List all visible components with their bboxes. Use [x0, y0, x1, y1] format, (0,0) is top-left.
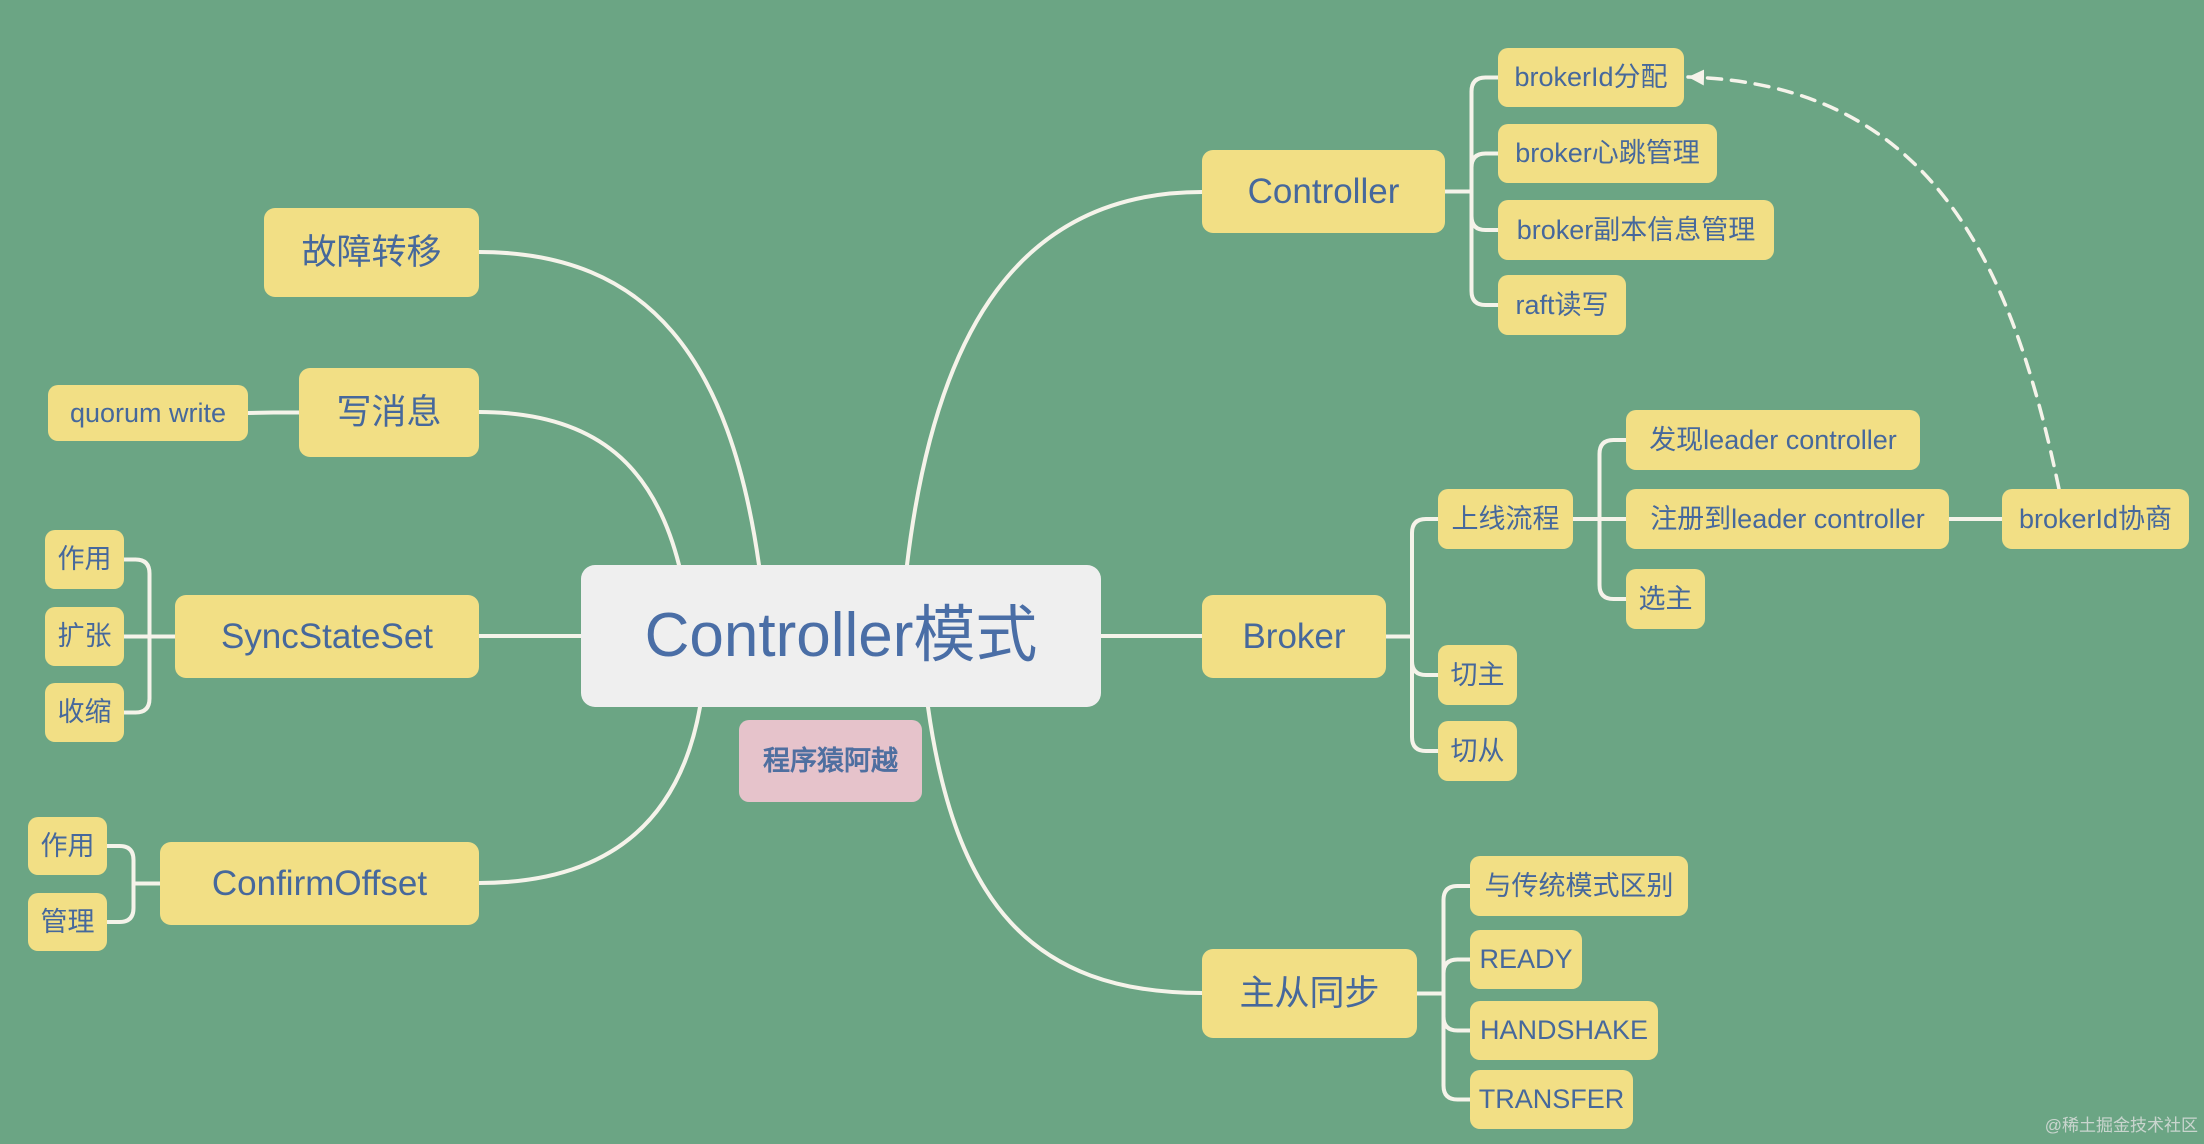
node-brokerid-assign: brokerId分配: [1498, 48, 1684, 107]
node-sync-expand: 扩张: [45, 607, 124, 666]
branch-confirm-offset: ConfirmOffset: [160, 842, 479, 925]
branch-controller: Controller: [1202, 150, 1445, 233]
node-confirm-purpose: 作用: [28, 817, 107, 875]
node-quorum-write: quorum write: [48, 385, 248, 441]
branch-master-slave-sync: 主从同步: [1202, 949, 1417, 1038]
node-handshake: HANDSHAKE: [1470, 1001, 1658, 1060]
branch-broker: Broker: [1202, 595, 1386, 678]
connector-branch-sync-state-set: [122, 557, 177, 715]
connector-center-master-slave-sync: [926, 705, 1204, 995]
node-raft-rw: raft读写: [1498, 275, 1626, 335]
center-topic: Controller模式: [581, 565, 1101, 707]
node-online-flow: 上线流程: [1438, 489, 1573, 549]
connector-branch-broker: [1384, 517, 1440, 753]
branch-sync-state-set: SyncStateSet: [175, 595, 479, 678]
node-elect-master: 选主: [1626, 569, 1705, 629]
author-tag: 程序猿阿越: [739, 720, 922, 802]
node-ready: READY: [1470, 930, 1582, 989]
connector-center-controller: [905, 190, 1204, 567]
connector-center-failover: [477, 250, 761, 567]
dashed-relation-arrow: [1686, 69, 2061, 491]
connector-branch-controller: [1443, 75, 1500, 307]
branch-write-message: 写消息: [299, 368, 479, 457]
node-broker-heartbeat: broker心跳管理: [1498, 124, 1717, 183]
node-transfer: TRANSFER: [1470, 1070, 1633, 1129]
node-switch-slave: 切从: [1438, 721, 1517, 781]
node-discover-leader: 发现leader controller: [1626, 410, 1920, 470]
connector-node-online-flow: [1571, 438, 1628, 601]
node-confirm-manage: 管理: [28, 893, 107, 951]
connector-center-confirm-offset: [477, 705, 702, 885]
node-register-leader: 注册到leader controller: [1626, 489, 1949, 549]
branch-failover: 故障转移: [264, 208, 479, 297]
connector-center-write-message: [477, 410, 681, 567]
node-diff-traditional: 与传统模式区别: [1470, 856, 1688, 916]
connector-branch-confirm-offset: [105, 844, 162, 924]
connector-branch-write-message: [246, 410, 301, 415]
node-broker-replica-info: broker副本信息管理: [1498, 200, 1774, 260]
watermark: @稀土掘金技术社区: [2044, 1116, 2198, 1135]
node-sync-shrink: 收缩: [45, 683, 124, 742]
node-brokerid-negotiate: brokerId协商: [2002, 489, 2189, 549]
node-switch-master: 切主: [1438, 645, 1517, 705]
connector-branch-master-slave-sync: [1415, 884, 1472, 1102]
node-sync-purpose: 作用: [45, 530, 124, 589]
